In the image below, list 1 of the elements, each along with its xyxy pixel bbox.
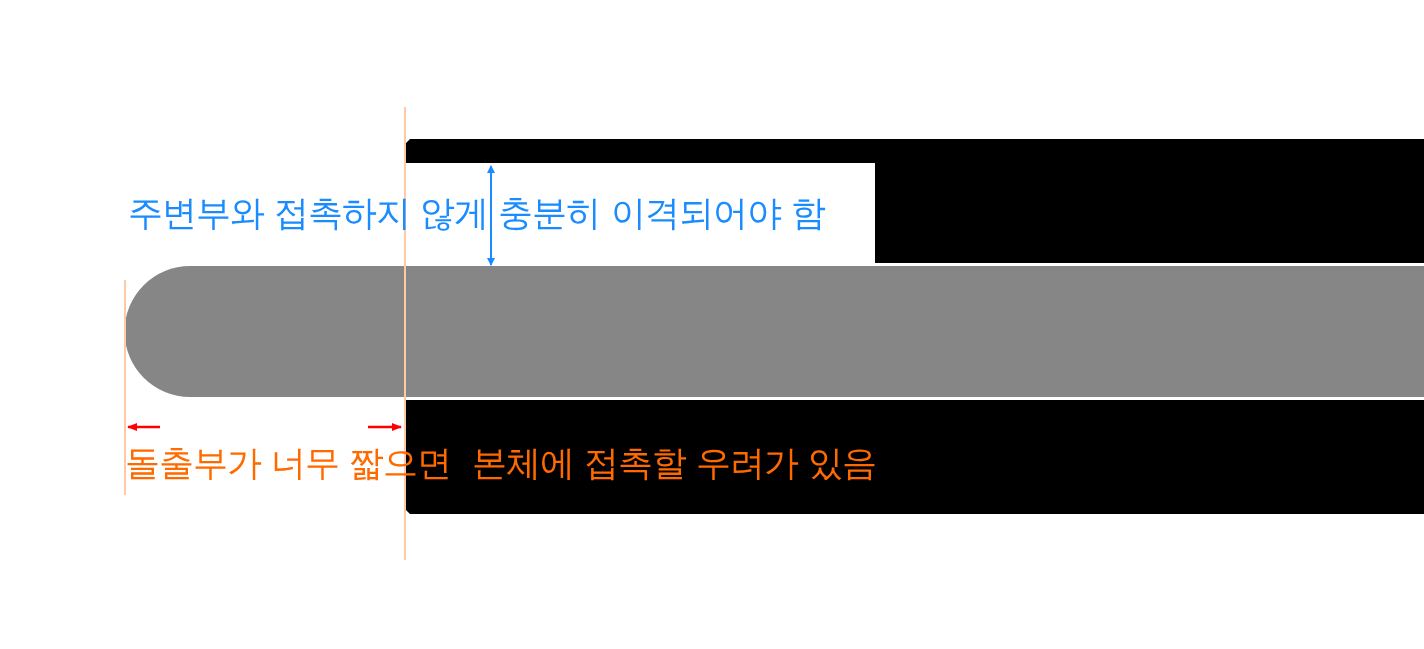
- clearance-note: 주변부와 접촉하지 않게 충분히 이격되어야 함: [128, 196, 825, 231]
